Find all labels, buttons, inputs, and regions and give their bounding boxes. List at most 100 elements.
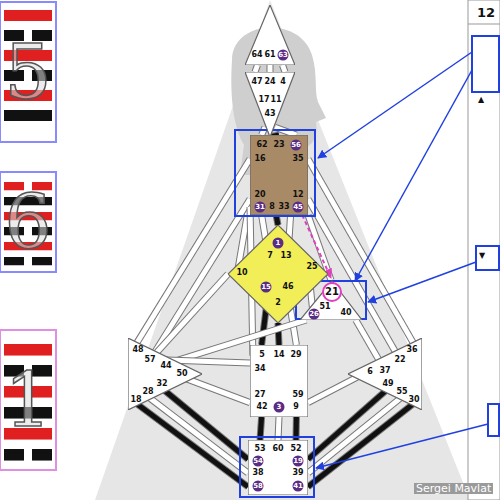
gate-number: 35 xyxy=(292,155,303,163)
gate-number: 18 xyxy=(130,396,141,404)
head-center: 646163 xyxy=(245,5,295,65)
sort-marker: ▼ xyxy=(479,252,485,260)
channel-stroke xyxy=(308,403,415,487)
gate-number: 2 xyxy=(275,299,281,307)
pointer-arrow xyxy=(302,215,331,278)
channel-stroke xyxy=(308,396,404,473)
gate-number: 56 xyxy=(291,140,302,151)
hexagram-number: 6 xyxy=(4,185,51,259)
gate-number: 37 xyxy=(379,367,390,375)
gate-number: 22 xyxy=(394,356,405,364)
gate-number: 34 xyxy=(254,365,265,373)
gate-number: 38 xyxy=(252,469,263,477)
gate-number: 11 xyxy=(270,96,281,104)
gate-number: 62 xyxy=(256,141,267,149)
channel-stroke xyxy=(147,396,249,473)
gate-number: 23 xyxy=(273,141,284,149)
center-outline xyxy=(228,225,328,323)
callout-box xyxy=(488,404,499,436)
gate-number: 4 xyxy=(280,78,286,86)
center-outline xyxy=(250,135,308,215)
gate-number: 58 xyxy=(253,481,264,492)
callout-box xyxy=(476,246,499,270)
channel xyxy=(158,385,248,459)
channel xyxy=(270,65,271,72)
hexagram-frame xyxy=(0,330,56,470)
channel-stroke xyxy=(283,65,286,72)
gate-number: 42 xyxy=(256,403,267,411)
leader-arrow xyxy=(368,262,476,302)
channel-stroke xyxy=(268,65,273,72)
gate-number: 1 xyxy=(273,238,284,249)
channel-stroke xyxy=(147,396,249,473)
gate-number: 6 xyxy=(367,368,373,376)
channel-stroke xyxy=(283,65,286,72)
channel xyxy=(147,396,249,473)
yang-bar xyxy=(4,10,52,21)
gate-number: 40 xyxy=(340,309,351,317)
channel xyxy=(184,378,251,403)
channel-stroke xyxy=(135,403,248,487)
gate-number: 41 xyxy=(293,481,304,492)
ajna-center: 47244171143 xyxy=(245,72,295,137)
channel-stroke xyxy=(308,385,392,459)
channel-stroke xyxy=(308,385,392,459)
gate-number: 9 xyxy=(293,403,299,411)
gate-number: 50 xyxy=(176,370,187,378)
channel xyxy=(275,127,296,135)
channel-stroke xyxy=(158,385,248,459)
gate-number: 5 xyxy=(259,351,265,359)
gate-number: 29 xyxy=(290,351,301,359)
channel-stroke xyxy=(184,378,251,403)
channel-stroke xyxy=(135,403,248,487)
gate-number: 59 xyxy=(292,391,303,399)
gate-number: 46 xyxy=(282,283,293,291)
gate-number: 61 xyxy=(264,51,275,59)
center-outline xyxy=(245,5,295,65)
center-outline xyxy=(248,440,308,495)
hexagram-frame xyxy=(0,172,56,272)
channel xyxy=(308,396,404,473)
gate-number: 15 xyxy=(261,282,272,293)
gate-number: 25 xyxy=(306,263,317,271)
channel-stroke xyxy=(255,65,258,72)
ego-center: 21512640 xyxy=(300,278,362,320)
hexagram-group xyxy=(4,10,52,461)
gate-number: 54 xyxy=(253,456,264,467)
gate-number: 44 xyxy=(160,362,171,370)
gate-number: 48 xyxy=(132,346,143,354)
gate-number: 26 xyxy=(309,309,320,320)
gate-number: 47 xyxy=(251,78,262,86)
channel-stroke xyxy=(262,127,265,135)
spleen-center: 48574450322818 xyxy=(128,338,202,410)
channel-stroke xyxy=(184,378,251,403)
callout-box xyxy=(235,130,315,216)
gate-number: 19 xyxy=(293,456,304,467)
gate-number: 31 xyxy=(255,202,266,213)
callout-box xyxy=(472,36,499,92)
channel-stroke xyxy=(158,385,248,459)
channel xyxy=(262,127,265,135)
yang-bar xyxy=(4,110,52,121)
gate-number: 13 xyxy=(280,252,291,260)
aura-triangle xyxy=(95,0,470,500)
gate-number: 32 xyxy=(156,380,167,388)
gate-number: 43 xyxy=(264,110,275,118)
gate-number: 17 xyxy=(258,96,269,104)
leader-arrow xyxy=(316,424,488,468)
sacral-center: 514293427594239 xyxy=(250,345,308,417)
channel xyxy=(308,385,392,459)
gate-number: 20 xyxy=(254,191,265,199)
gate-number: 8 xyxy=(269,203,275,211)
gate-number: 55 xyxy=(396,388,407,396)
channel-stroke xyxy=(255,65,258,72)
leader-arrow xyxy=(355,70,472,281)
gate-number: 52 xyxy=(290,445,301,453)
gate-number: 10 xyxy=(236,269,247,277)
pointer-line xyxy=(302,215,331,278)
channel-stroke xyxy=(308,396,404,473)
panel-rule xyxy=(468,24,500,25)
panel-number: 12 xyxy=(477,6,495,19)
channel-stroke xyxy=(308,403,415,487)
center-outline xyxy=(250,345,308,417)
